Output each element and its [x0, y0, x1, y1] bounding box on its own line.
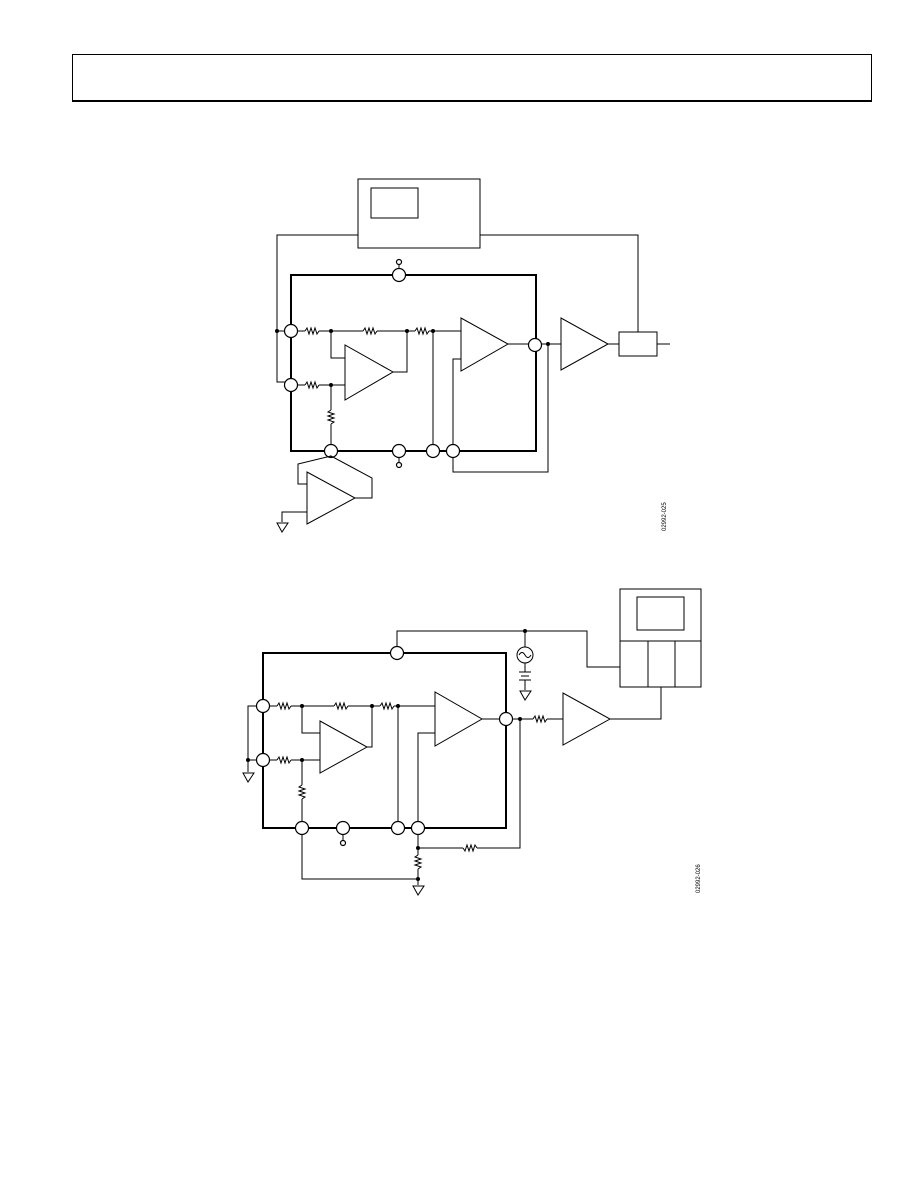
ground-icon: [242, 772, 255, 783]
ground-icon: [519, 690, 532, 701]
resistor-fb1: [362, 326, 378, 336]
device-outline: [262, 652, 507, 829]
opamp-inner-1: [319, 720, 369, 774]
device-pin-top: [391, 267, 407, 283]
device-pin-in-plus: [283, 323, 299, 339]
buffer-amplifier: [562, 692, 612, 746]
resistor-in2: [304, 380, 320, 390]
reference-opamp: [306, 471, 357, 525]
resistor-in2: [276, 755, 292, 765]
supply-terminal-bottom: [395, 461, 403, 469]
opamp-inner-2: [460, 317, 510, 372]
figure-top: 02992-025: [275, 178, 670, 533]
resistor-in1: [304, 326, 320, 336]
output-filter-box: [618, 331, 658, 357]
resistor-ref: [297, 784, 307, 800]
opamp-inner-1: [344, 344, 395, 401]
page-header-box: [72, 54, 872, 102]
device-pin-sense: [390, 820, 406, 836]
figure-top-id: 02992-025: [662, 502, 668, 531]
device-pin-in-plus: [255, 698, 271, 714]
device-pin-top: [389, 645, 405, 661]
device-pin-feedback: [445, 443, 461, 459]
ground-icon: [412, 885, 425, 896]
supply-terminal: [395, 258, 403, 266]
wire-instrument-right: [480, 234, 639, 332]
resistor-in1: [276, 701, 292, 711]
analyzer-display: [636, 596, 685, 631]
resistor-ref: [326, 409, 336, 425]
wire-source: [396, 630, 620, 668]
ground-icon: [276, 522, 289, 533]
instrument-box: [357, 178, 481, 249]
instrument-display: [370, 187, 419, 219]
device-pin-output: [498, 711, 514, 727]
device-pin-bottom-supply: [391, 443, 407, 459]
supply-terminal-bottom: [339, 839, 347, 847]
device-pin-in-minus: [255, 752, 271, 768]
device-pin-ref: [294, 820, 310, 836]
resistor-gain: [462, 843, 478, 853]
figure-bottom: 02992-026: [242, 588, 702, 896]
resistor-fb2: [414, 326, 430, 336]
device-pin-output: [527, 337, 543, 353]
device-outline: [290, 274, 537, 452]
wire-instrument-left: [276, 234, 358, 383]
device-pin-feedback: [410, 820, 426, 836]
device-pin-sense: [425, 443, 441, 459]
resistor-fb2: [379, 701, 395, 711]
device-pin-bottom-supply: [335, 820, 351, 836]
figure-bottom-id: 02992-026: [696, 864, 702, 893]
resistor-sense: [413, 854, 423, 870]
resistor-out: [532, 714, 548, 724]
analyzer-box: [619, 588, 702, 688]
buffer-amplifier: [560, 317, 610, 371]
opamp-inner-2: [434, 691, 484, 747]
device-pin-in-minus: [283, 377, 299, 393]
resistor-fb1: [333, 701, 349, 711]
